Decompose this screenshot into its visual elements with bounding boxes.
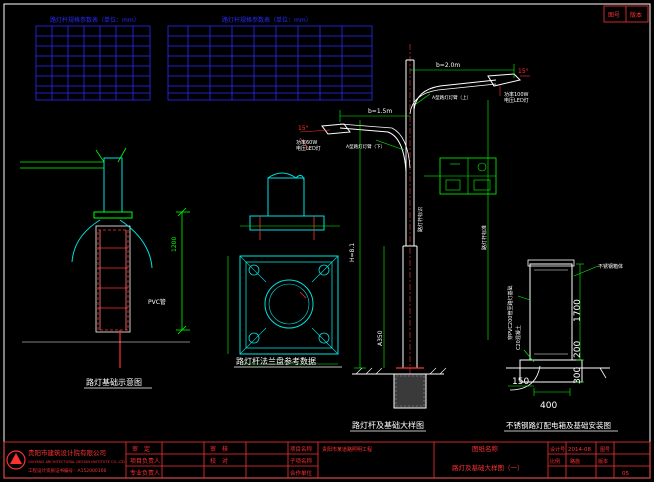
tb-version-label: 版本 (598, 458, 608, 465)
cabinet-dim-1700: 1700 (573, 299, 583, 322)
tb-page-no: 05 (622, 471, 629, 477)
cabinet-dim-150: 150 (512, 377, 529, 387)
corner-box-a: 图号 (608, 12, 620, 19)
tb-sheet-label: 图号 (600, 447, 610, 453)
cabinet-conduit-note: 穿PVC200管至路灯基础 (507, 286, 514, 340)
cabinet-dim-200: 200 (573, 341, 583, 358)
tb-col4-row3: 合作单位 (290, 469, 313, 477)
pole-height-label: H=8.1 (349, 243, 356, 262)
tb-sheet-no: 路施 (570, 458, 580, 465)
company-cert: 工程设计资质证书编号：A152000106 (28, 467, 106, 474)
pole-elevation (299, 44, 530, 409)
lamp-angle-right: 15° (518, 68, 529, 75)
tb-drawing-name: 路灯及基础大样图（一） (452, 463, 524, 472)
pole-elevation-title: 路灯杆及基础大样图 (352, 420, 424, 430)
corner-box-b: 版本 (630, 11, 642, 19)
spec-table-left-title: 路灯杆规格参数表（单位：mm） (50, 16, 140, 24)
tb-scale-label: 比例 (550, 458, 560, 465)
tb-date: 2014-08 (568, 447, 591, 453)
spec-table-right-title: 路灯杆规格参数表（单位：mm） (222, 16, 312, 24)
spec-table-right (167, 25, 373, 101)
arm-note-right: A型路灯灯臂（上） (432, 94, 471, 101)
tb-col3-row2: 校 对 (210, 457, 228, 465)
spec-table-left (35, 25, 151, 101)
cabinet-detail-title: 不锈钢路灯配电箱及基础安装图 (506, 420, 611, 430)
lamp-angle-left: 15° (298, 125, 309, 132)
cabinet-detail (506, 259, 610, 396)
flange-detail-title: 路灯杆法兰盘参考数据 (236, 356, 316, 366)
cabinet-dim-400: 400 (540, 401, 557, 411)
flange-detail (227, 172, 340, 365)
tb-col4-row2: 子项名称 (290, 457, 313, 465)
arm-short-dim: b=1.5m (368, 108, 392, 115)
tb-col2-row1: 审 定 (132, 445, 150, 453)
company-name-cn: 贵阳市建筑设计院有限公司 (28, 448, 106, 457)
cabinet-dim-300: 300 (573, 367, 583, 384)
sign-note: 路灯杆标识 (417, 207, 424, 232)
tb-col2-row3: 专业负责人 (130, 469, 160, 477)
tb-date-label: 设计号 (550, 446, 565, 453)
foundation-dim-1200: 1200 (171, 237, 178, 252)
arm-long-dim: b=2.0m (436, 62, 460, 69)
tb-col3-row1: 审 核 (210, 445, 228, 453)
tb-drawing-name-label: 图纸名称 (472, 444, 499, 453)
tb-col2-row2: 项目负责人 (130, 457, 160, 465)
company-logo (6, 450, 26, 470)
tb-col4-row1: 项目名称 (290, 445, 313, 453)
company-name-en: GUIYANG ARCHITECTURAL DESIGN INSTITUTE C… (28, 460, 125, 464)
title-block (3, 441, 651, 479)
cabinet-ground-note: C20混凝土 (515, 325, 522, 350)
foundation-detail-title: 路灯基础示意图 (86, 377, 142, 387)
foundation-pipe-label: PVC管 (148, 298, 166, 306)
cabinet-side-note: 不锈钢箱体 (598, 263, 623, 270)
tb-project-name: 贵阳市某道路照明工程 (322, 446, 372, 453)
foundation-detail (20, 147, 190, 368)
pole-note-right: 路灯杆标准 (481, 225, 488, 250)
pole-lower-dim: A350 (377, 330, 384, 346)
arm-note-left: A型路灯灯臂（下） (346, 143, 385, 150)
